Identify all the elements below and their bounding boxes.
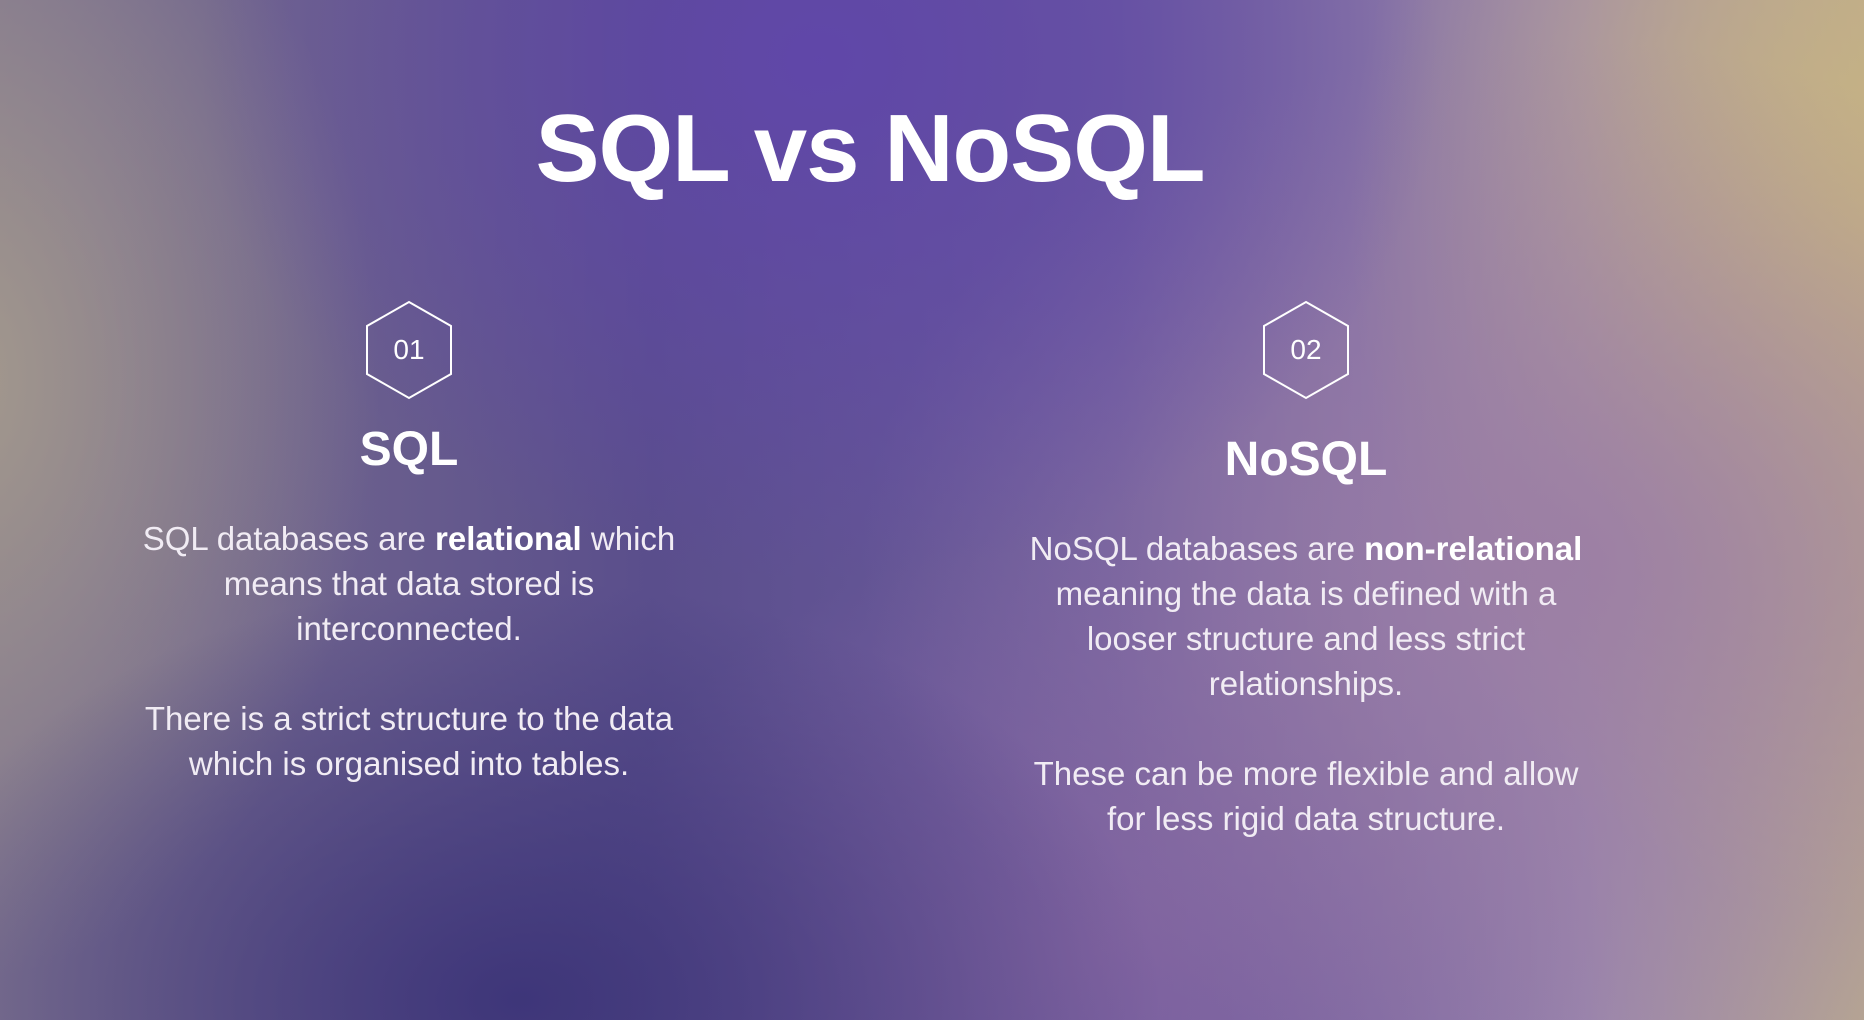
- section-heading: SQL: [359, 423, 459, 476]
- section-detail: There is a strict structure to the data …: [144, 700, 674, 782]
- section-number: 01: [393, 334, 425, 365]
- page-title: SQL vs NoSQL: [535, 95, 1205, 202]
- section-detail: These can be more flexible and allow for…: [1033, 755, 1579, 837]
- section-heading: NoSQL: [1224, 433, 1388, 486]
- description-text: which means that data stored is intercon…: [223, 520, 676, 647]
- description-emphasis: non-relational: [1364, 530, 1583, 567]
- hexagon-icon: [1263, 300, 1349, 400]
- hexagon-badge-01: 01: [365, 300, 453, 400]
- description-text: SQL databases are: [142, 520, 436, 557]
- description-text: meaning the data is defined with a loose…: [1055, 575, 1557, 702]
- section-description: NoSQL databases are non-relational meani…: [1026, 526, 1586, 706]
- nosql-section: 02 NoSQL NoSQL databases are non-relatio…: [1006, 300, 1606, 841]
- sql-section: 01 SQL SQL databases are relational whic…: [109, 300, 709, 786]
- description-text: NoSQL databases are: [1029, 530, 1365, 567]
- description-emphasis: relational: [435, 520, 582, 557]
- hexagon-badge-02: 02: [1262, 300, 1350, 400]
- hexagon-icon: [366, 300, 452, 400]
- section-number: 02: [1290, 334, 1322, 365]
- section-description: SQL databases are relational which means…: [129, 516, 689, 651]
